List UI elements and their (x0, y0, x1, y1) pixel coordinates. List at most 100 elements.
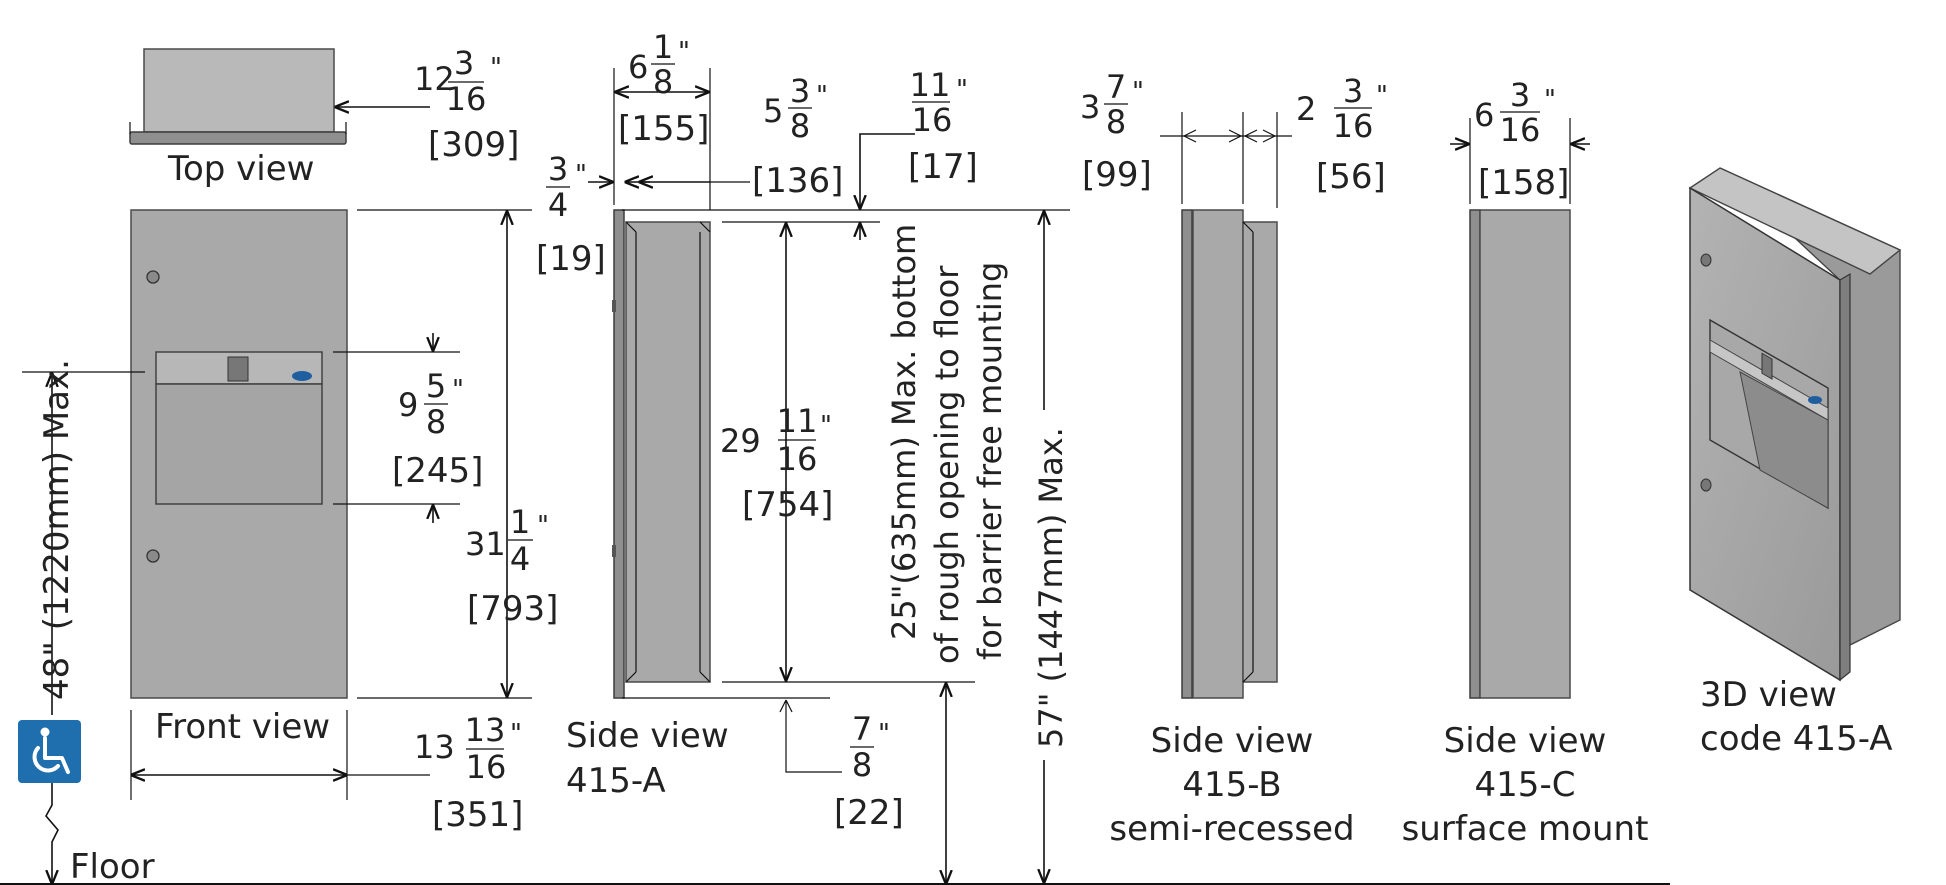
side-a-body-depth-whole: 5 (763, 92, 783, 130)
front-height-mm: [793] (467, 589, 558, 629)
front-height-num: 1 (510, 503, 530, 541)
side-view-415c (1469, 209, 1571, 699)
side-c-depth-mm: [158] (1478, 163, 1569, 203)
side-a-body-depth-dim: 5 3 8 " [136] (752, 72, 843, 201)
side-c-title: Side view (1444, 721, 1607, 761)
opening-height-mm: [245] (392, 451, 483, 491)
side-b-note: semi-recessed (1109, 809, 1354, 849)
front-height-dim: 31 1 4 " [793] (465, 503, 558, 629)
side-c-code: 415-C (1475, 765, 1576, 805)
top-height-label: 57" (1447mm) Max. (1032, 427, 1070, 748)
side-a-total-depth-dim: 6 1 8 " [155] (618, 28, 709, 149)
side-c-depth-dim: 6 3 16 " [158] (1474, 76, 1569, 203)
iso-code: code 415-A (1700, 719, 1892, 759)
front-width-num: 13 (465, 711, 506, 749)
front-width-mm: [351] (432, 795, 523, 835)
brand-logo (1808, 396, 1822, 404)
svg-text:": " (678, 37, 690, 67)
lock-icon (1700, 253, 1712, 267)
side-b-projection-mm: [99] (1082, 155, 1152, 195)
side-b-projection (1192, 209, 1244, 699)
side-b-recess-dim: 2 3 16 " [56] (1296, 72, 1388, 197)
top-depth-num: 3 (454, 44, 474, 82)
floor-label: Floor (70, 847, 155, 885)
top-depth-mm: [309] (428, 125, 519, 165)
front-width-whole: 13 (414, 728, 455, 766)
svg-text:": " (1132, 77, 1144, 107)
top-view-flange (129, 131, 347, 145)
front-view-label: Front view (155, 707, 330, 747)
side-c-depth-num: 3 (1510, 76, 1530, 114)
side-b-projection-dim: 3 7 8 " [99] (1080, 68, 1152, 195)
opening-height-dim: 9 5 8 " [245] (392, 367, 483, 491)
side-b-recess (1242, 221, 1278, 683)
svg-text:": " (1376, 81, 1388, 111)
towel-lever (227, 356, 249, 382)
front-width-dim: 13 13 16 " [351] (414, 711, 523, 835)
svg-text:": " (575, 160, 587, 190)
rough-opening-line1: 25"(635mm) Max. bottom (885, 224, 923, 640)
side-a-body (625, 221, 711, 683)
side-a-flange-den: 4 (548, 186, 568, 224)
side-a-body-height-whole: 29 (720, 422, 761, 460)
side-a-bottom-offset-mm: [22] (834, 793, 904, 833)
side-a-depth-mm: [155] (618, 109, 709, 149)
side-a-bottom-offset-dim: 7 8 " [22] (834, 710, 904, 833)
side-a-code: 415-A (566, 761, 666, 801)
top-depth-dim: 12 3 16 " [309] (414, 44, 519, 165)
side-c-note: surface mount (1402, 809, 1649, 849)
svg-text:": " (956, 75, 968, 105)
wheelchair-icon (18, 720, 81, 783)
svg-text:": " (1544, 85, 1556, 115)
side-a-depth-num: 1 (653, 28, 673, 66)
rough-opening-line2: of rough opening to floor (928, 265, 966, 664)
top-depth-den: 16 (446, 80, 487, 118)
side-b-recess-num: 3 (1343, 72, 1363, 110)
top-depth-whole: 12 (414, 60, 455, 98)
side-a-bottom-offset-den: 8 (852, 746, 872, 784)
side-b-title: Side view (1151, 721, 1314, 761)
top-view (129, 48, 347, 145)
side-b-recess-whole: 2 (1296, 90, 1316, 128)
side-b-code: 415-B (1182, 765, 1281, 805)
side-a-body-height-den: 16 (777, 440, 818, 478)
front-view (130, 209, 348, 699)
svg-text:": " (490, 53, 502, 83)
side-b-recess-mm: [56] (1316, 157, 1386, 197)
front-width-den: 16 (466, 748, 507, 786)
side-a-flange-mm: [19] (536, 239, 606, 279)
side-b-projection-den: 8 (1106, 103, 1126, 141)
lock-icon (146, 270, 160, 284)
waste-opening (155, 383, 323, 505)
top-view-body (143, 48, 335, 133)
side-b-projection-num: 7 (1106, 68, 1126, 106)
side-b-flange (1181, 209, 1193, 699)
side-a-body-depth-num: 3 (790, 72, 810, 110)
side-view-415a (612, 209, 711, 699)
rough-opening-line3: for barrier free mounting (971, 262, 1009, 660)
svg-text:": " (820, 411, 832, 441)
svg-text:": " (816, 81, 828, 111)
side-a-top-offset-den: 16 (912, 101, 953, 139)
side-c-depth-den: 16 (1500, 111, 1541, 149)
svg-text:": " (878, 719, 890, 749)
lock-icon (146, 549, 160, 563)
svg-text:": " (452, 375, 464, 405)
front-height-den: 4 (510, 540, 530, 578)
side-a-top-offset-num: 11 (910, 66, 951, 104)
side-a-body-depth-den: 8 (790, 107, 810, 145)
iso-title: 3D view (1700, 675, 1837, 715)
side-b-recess-den: 16 (1333, 107, 1374, 145)
lock-icon (1700, 478, 1712, 492)
side-a-flange-num: 3 (548, 150, 568, 188)
svg-text:": " (537, 511, 549, 541)
iso-view (1688, 167, 1902, 682)
front-height-whole: 31 (465, 525, 506, 563)
side-b-projection-whole: 3 (1080, 88, 1100, 126)
side-a-body-height-dim: 29 11 16 " [754] (720, 402, 833, 525)
side-a-depth-whole: 6 (628, 48, 648, 86)
opening-height-num: 5 (426, 367, 446, 405)
mount-height-label: 48" (1220mm) Max. (37, 359, 77, 700)
side-a-flange (613, 209, 625, 699)
